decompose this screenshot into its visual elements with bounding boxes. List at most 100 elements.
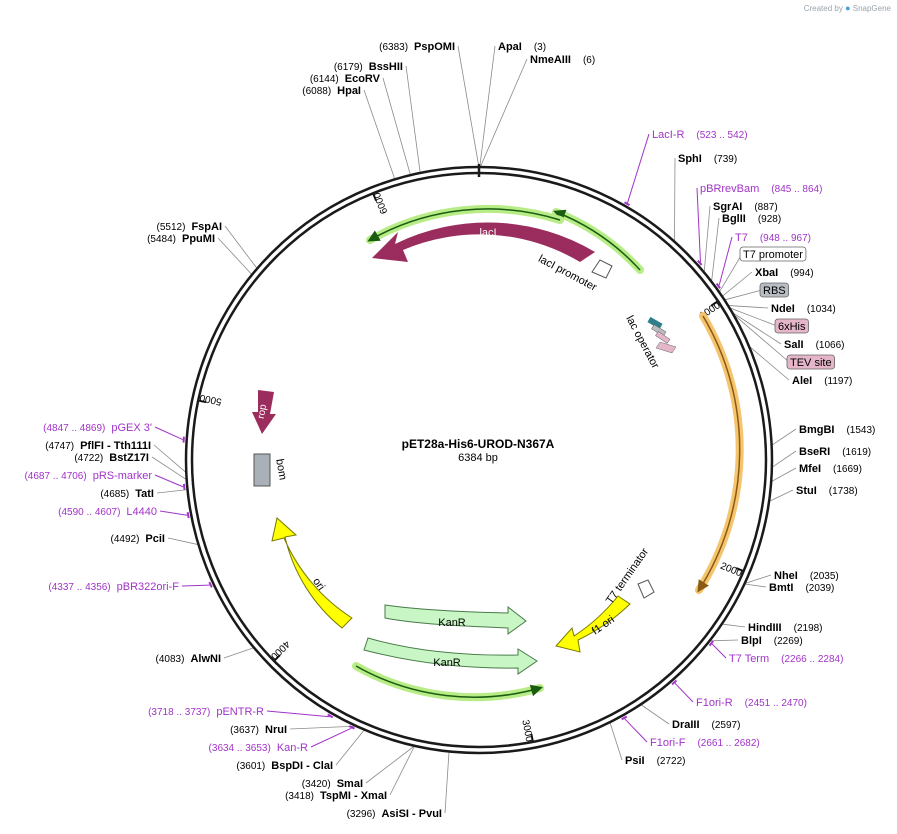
site-name-bglii[interactable]: BglII (722, 213, 746, 225)
site-name-apai[interactable]: ApaI (498, 41, 522, 53)
leader-fspai (224, 225, 257, 269)
primer-leader-t7-term (711, 643, 727, 659)
site-name-hindiii[interactable]: HindIII (748, 622, 782, 634)
site-pos-sphi: (739) (714, 154, 737, 165)
site-name-smai[interactable]: SmaI (337, 778, 363, 790)
tev-site-feature (655, 341, 677, 354)
primer-name-prs-marker[interactable]: pRS-marker (93, 470, 153, 482)
primer-mark-t7 (715, 282, 721, 289)
primer-name-f1ori-r[interactable]: F1ori-R (696, 697, 733, 709)
site-name-pspomi[interactable]: PspOMI (414, 41, 455, 53)
site-name-xbai[interactable]: XbaI (755, 267, 778, 279)
site-name-tati[interactable]: TatI (135, 488, 154, 500)
tick-label-3000: 3000 (519, 719, 534, 743)
leader-pflfi-tth111i (153, 444, 186, 473)
site-name-bmti[interactable]: BmtI (769, 582, 793, 594)
feature-box-6xhis[interactable]: 6xHis (774, 318, 809, 334)
leader-hpai (363, 89, 395, 179)
feature-box-tev-site[interactable]: TEV site (786, 354, 835, 370)
primer-range-f1ori-f: (2661 .. 2682) (697, 738, 759, 749)
site-name-fspai[interactable]: FspAI (191, 221, 222, 233)
site-pos-nrui: (3637) (230, 725, 259, 736)
site-name-alwni[interactable]: AlwNI (190, 653, 221, 665)
plasmid-name: pET28a-His6-UROD-N367A (402, 437, 555, 451)
feature-leader-tev-site (734, 315, 790, 363)
primer-name-f1ori-f[interactable]: F1ori-F (650, 737, 686, 749)
6xhis-feature (655, 331, 671, 344)
primer-name-pgex-3[interactable]: pGEX 3' (111, 422, 152, 434)
t7-terminator-feature (637, 579, 655, 599)
site-name-bspdi-clai[interactable]: BspDI - ClaI (271, 760, 333, 772)
leader-hindiii (722, 623, 746, 628)
site-name-bmgbi[interactable]: BmgBI (799, 424, 834, 436)
primer-name-pentr-r[interactable]: pENTR-R (216, 706, 264, 718)
site-pos-xbai: (994) (790, 268, 813, 279)
lacI-upper-arrow (367, 208, 561, 242)
primer-name-t7-term[interactable]: T7 Term (729, 653, 769, 665)
leader-alei (750, 347, 790, 381)
tick-mark-2000 (735, 567, 744, 573)
primer-range-pentr-r: (3718 .. 3737) (148, 707, 210, 718)
leader-nmeaiii (480, 58, 528, 167)
site-name-hpai[interactable]: HpaI (337, 85, 361, 97)
plasmid-size: 6384 bp (458, 452, 498, 464)
primer-mark-prs-marker (182, 483, 186, 490)
site-name-alei[interactable]: AleI (792, 375, 812, 387)
feature-box-rbs[interactable]: RBS (759, 282, 790, 298)
site-pos-mfei: (1669) (833, 464, 862, 475)
created-by-text: Created by (803, 4, 843, 13)
primer-name-pbr322ori-f[interactable]: pBR322ori-F (117, 581, 180, 593)
site-name-ppumi[interactable]: PpuMI (182, 233, 215, 245)
site-name-mfei[interactable]: MfeI (799, 463, 821, 475)
leader-blpi (710, 639, 739, 642)
bom-feature (253, 453, 271, 487)
site-name-pflfi-tth111i[interactable]: PflFI - Tth111I (80, 440, 151, 452)
site-pos-hpai: (6088) (302, 86, 331, 97)
feature-box-bg-t7-promoter (739, 246, 807, 262)
site-name-nrui[interactable]: NruI (265, 724, 287, 736)
site-pos-nmeaiii: (6) (583, 55, 595, 66)
site-name-nmeaiii[interactable]: NmeAIII (530, 54, 571, 66)
leader-sgrai (703, 205, 711, 272)
primer-range-kan-r: (3634 .. 3653) (209, 743, 271, 754)
site-pos-ndei: (1034) (807, 304, 836, 315)
primer-name-kan-r[interactable]: Kan-R (277, 742, 308, 754)
bom-label: bom (273, 458, 289, 481)
site-name-sali[interactable]: SalI (784, 339, 804, 351)
feature-box-t7-promoter[interactable]: T7 promoter (739, 246, 807, 262)
site-name-blpi[interactable]: BlpI (741, 635, 762, 647)
site-name-draiii[interactable]: DraIII (672, 719, 700, 731)
feature-box-label-6xhis: 6xHis (778, 321, 806, 333)
site-name-tspmi-xmai[interactable]: TspMI - XmaI (320, 790, 387, 802)
tick-label-5000: 5000 (198, 391, 222, 406)
lacI-label: lacI (479, 227, 496, 239)
site-name-pcii[interactable]: PciI (145, 533, 165, 545)
site-name-sphi[interactable]: SphI (678, 153, 702, 165)
site-name-bstz17i[interactable]: BstZ17I (109, 452, 149, 464)
site-name-psii[interactable]: PsiI (625, 755, 645, 767)
primer-name-pbrrevbam[interactable]: pBRrevBam (700, 183, 759, 195)
kanR-lower-halo (352, 662, 544, 702)
site-name-nhei[interactable]: NheI (774, 570, 798, 582)
site-leader-lines (151, 45, 797, 814)
f1-ori-feature (555, 595, 631, 653)
leader-bglii (711, 217, 720, 281)
leader-nhei (745, 574, 772, 584)
site-name-bseri[interactable]: BseRI (799, 446, 830, 458)
site-pos-smai: (3420) (302, 779, 331, 790)
primer-name-l4440[interactable]: L4440 (126, 506, 157, 518)
site-name-stui[interactable]: StuI (796, 485, 817, 497)
site-pos-ecorv: (6144) (310, 74, 339, 85)
site-pos-hindiii: (2198) (794, 623, 823, 634)
primer-name-laci-r[interactable]: LacI-R (652, 129, 684, 141)
leader-bseri (772, 450, 797, 467)
site-name-sgrai[interactable]: SgrAI (713, 201, 742, 213)
site-name-asisi-pvui[interactable]: AsiSI - PvuI (381, 808, 442, 820)
primer-name-t7[interactable]: T7 (735, 232, 748, 244)
site-name-ndei[interactable]: NdeI (771, 303, 795, 315)
feature-box-label-tev-site: TEV site (790, 357, 832, 369)
site-name-bsshii[interactable]: BssHII (369, 61, 403, 73)
site-name-ecorv[interactable]: EcoRV (345, 73, 381, 85)
site-pos-nhei: (2035) (810, 571, 839, 582)
